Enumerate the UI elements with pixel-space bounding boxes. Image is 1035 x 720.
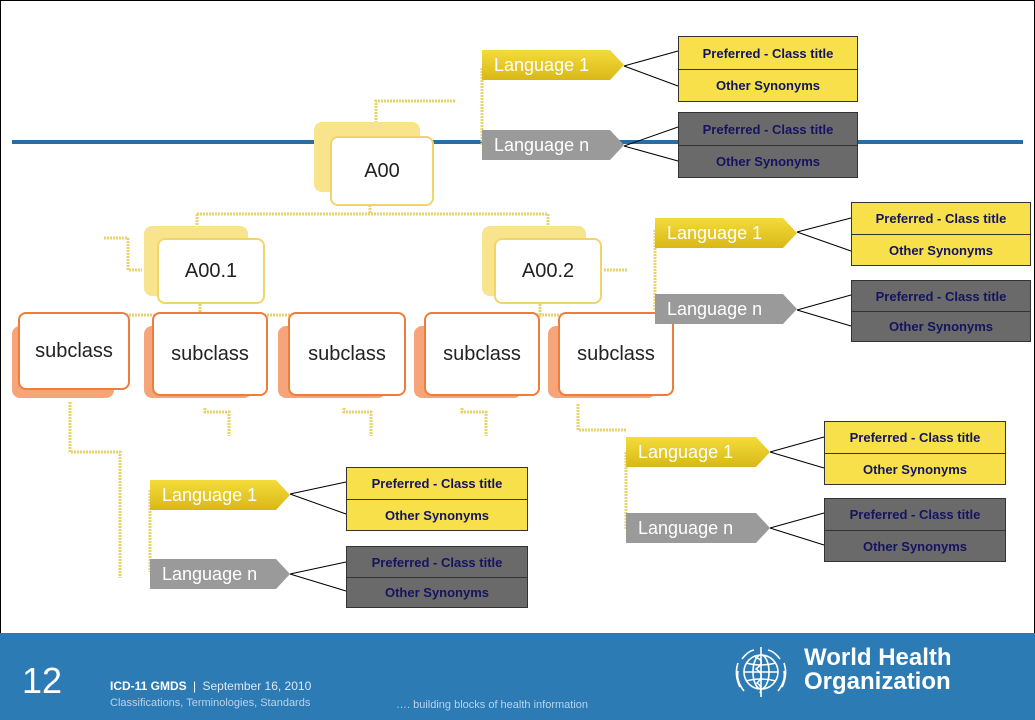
child-node-1-label: A00.1 <box>184 259 238 282</box>
footer-bar <box>0 633 1035 720</box>
language-1-arrow: Language 1 <box>150 480 290 510</box>
language-1-arrow: Language 1 <box>655 218 797 248</box>
preferred-title: Preferred - Class title <box>702 121 834 137</box>
language-n-arrow: Language n <box>655 294 797 324</box>
language-n-arrow: Language n <box>626 513 770 543</box>
root-node: A00 <box>330 136 434 206</box>
term-box-language-n: Preferred - Class title Other Synonyms <box>346 546 528 608</box>
term-box-language-1: Preferred - Class title Other Synonyms <box>824 421 1006 485</box>
subclass-node-5-label: subclass <box>577 342 655 365</box>
child-node-1: A00.1 <box>157 238 265 304</box>
preferred-title: Preferred - Class title <box>702 45 834 61</box>
footer-subtitle: Classifications, Terminologies, Standard… <box>110 697 311 709</box>
who-name: World Health Organization <box>804 646 952 694</box>
preferred-title: Preferred - Class title <box>371 476 503 491</box>
subclass-node-3-label: subclass <box>308 342 386 365</box>
child-node-2: A00.2 <box>494 238 602 304</box>
language-n-arrow: Language n <box>150 559 290 589</box>
footer-separator: | <box>193 679 197 693</box>
other-synonyms: Other Synonyms <box>852 311 1030 341</box>
preferred-title: Preferred - Class title <box>371 554 503 570</box>
footer-title: ICD-11 GMDS <box>110 679 187 693</box>
language-1-arrow: Language 1 <box>482 50 624 80</box>
subclass-node-2: subclass <box>152 312 268 396</box>
other-synonyms: Other Synonyms <box>347 577 527 607</box>
term-box-language-n: Preferred - Class title Other Synonyms <box>851 280 1031 342</box>
language-1-label: Language 1 <box>667 222 763 243</box>
child-node-2-label: A00.2 <box>521 259 575 282</box>
subclass-node-3: subclass <box>288 312 406 396</box>
language-n-label: Language n <box>162 563 258 584</box>
subclass-node-1-label: subclass <box>35 339 113 362</box>
root-node-label: A00 <box>364 159 400 182</box>
footer-tagline: …. building blocks of health information <box>396 699 588 711</box>
language-n-label: Language n <box>494 134 590 155</box>
subclass-node-1: subclass <box>18 312 130 390</box>
language-1-label: Language 1 <box>638 441 734 462</box>
language-n-arrow: Language n <box>482 130 624 160</box>
other-synonyms: Other Synonyms <box>825 453 1005 484</box>
term-box-language-n: Preferred - Class title Other Synonyms <box>824 498 1006 562</box>
term-box-language-1: Preferred - Class title Other Synonyms <box>346 467 528 531</box>
language-n-label: Language n <box>638 517 734 538</box>
subclass-node-2-label: subclass <box>171 342 249 365</box>
who-name-line-1: World Health <box>804 644 952 671</box>
preferred-title: Preferred - Class title <box>849 430 981 445</box>
other-synonyms: Other Synonyms <box>852 234 1030 265</box>
language-1-arrow: Language 1 <box>626 437 770 467</box>
term-box-language-1: Preferred - Class title Other Synonyms <box>851 202 1031 266</box>
subclass-node-5: subclass <box>558 312 674 396</box>
footer-title-line: ICD-11 GMDS | September 16, 2010 <box>110 679 311 693</box>
who-emblem-icon <box>735 647 787 697</box>
subclass-node-4-label: subclass <box>443 342 521 365</box>
who-name-line-2: Organization <box>804 668 951 695</box>
preferred-title: Preferred - Class title <box>849 507 981 522</box>
other-synonyms: Other Synonyms <box>679 145 857 177</box>
language-n-label: Language n <box>667 298 763 319</box>
term-box-language-n: Preferred - Class title Other Synonyms <box>678 112 858 178</box>
footer-date: September 16, 2010 <box>202 679 312 693</box>
language-1-label: Language 1 <box>162 484 258 505</box>
other-synonyms: Other Synonyms <box>825 530 1005 561</box>
subclass-node-4: subclass <box>424 312 540 396</box>
language-1-label: Language 1 <box>494 54 590 75</box>
preferred-title: Preferred - Class title <box>875 211 1007 226</box>
preferred-title: Preferred - Class title <box>875 288 1007 304</box>
other-synonyms: Other Synonyms <box>347 499 527 530</box>
term-box-language-1: Preferred - Class title Other Synonyms <box>678 36 858 102</box>
other-synonyms: Other Synonyms <box>679 69 857 101</box>
page-number: 12 <box>22 660 63 701</box>
